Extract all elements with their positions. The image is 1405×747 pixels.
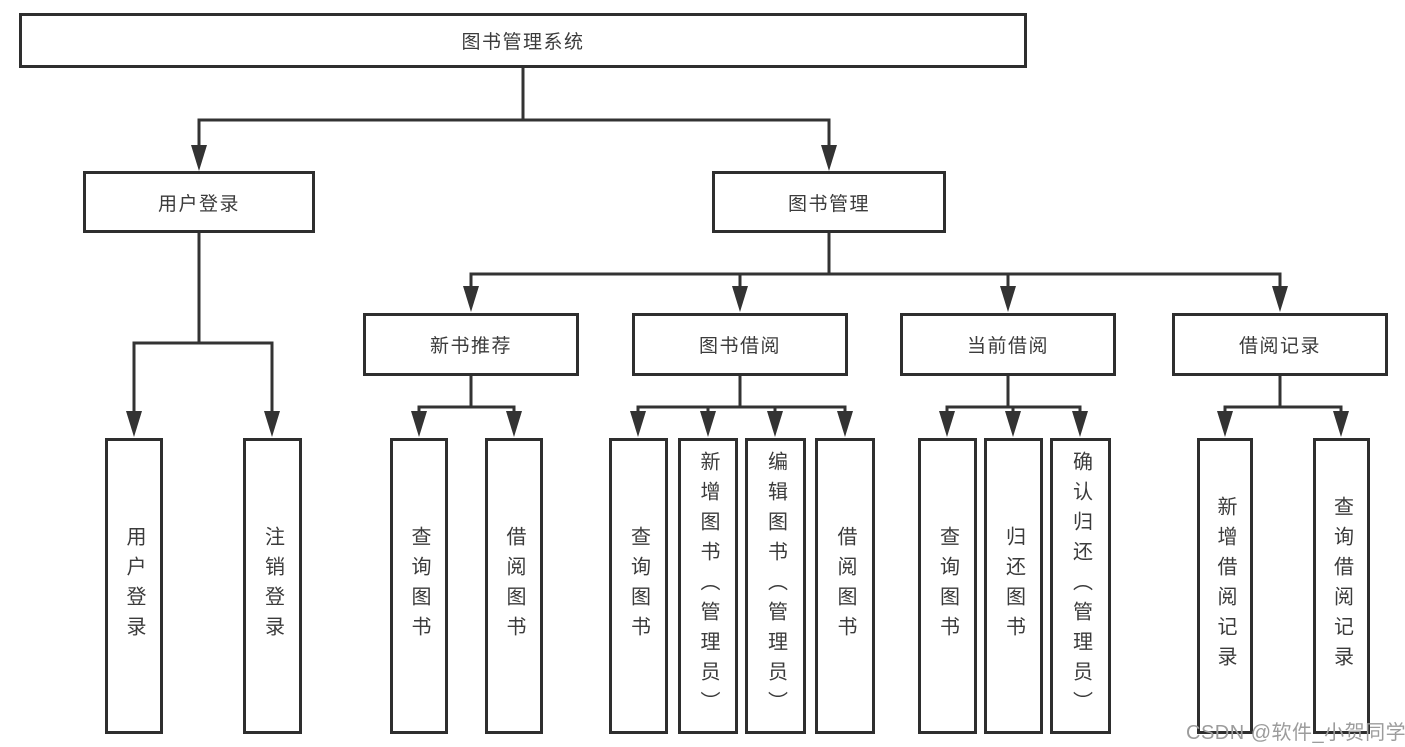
leaf-add-borrow-record: 新增借阅记录 — [1197, 438, 1253, 734]
node-label: 图书管理 — [787, 193, 870, 215]
node-label: 用户登录 — [123, 526, 145, 646]
node-label: 新增借阅记录 — [1214, 496, 1236, 676]
leaf-logout: 注销登录 — [243, 438, 302, 734]
node-label: 确认归还（管理员） — [1069, 451, 1092, 721]
node-label: 借阅图书 — [834, 526, 856, 646]
arrowheads — [126, 145, 1349, 437]
leaf-edit-books-admin: 编辑图书（管理员） — [745, 438, 806, 734]
node-label: 编辑图书（管理员） — [764, 451, 787, 721]
node-label: 借阅记录 — [1238, 336, 1321, 357]
node-label: 查询借阅记录 — [1330, 496, 1353, 676]
leaf-query-borrow-record: 查询借阅记录 — [1313, 438, 1370, 734]
leaf-add-books-admin: 新增图书（管理员） — [678, 438, 738, 734]
node-book-management: 图书管理 — [712, 171, 946, 233]
node-label: 查询图书 — [936, 526, 959, 646]
node-label: 当前借阅 — [966, 336, 1049, 357]
node-new-book-recommend: 新书推荐 — [363, 313, 579, 376]
node-label: 注销登录 — [261, 526, 284, 646]
leaf-user-login: 用户登录 — [105, 438, 163, 734]
leaf-confirm-return-admin: 确认归还（管理员） — [1050, 438, 1111, 734]
node-label: 查询图书 — [408, 526, 430, 646]
node-borrow-records: 借阅记录 — [1172, 313, 1388, 376]
leaf-query-books: 查询图书 — [390, 438, 448, 734]
watermark: CSDN @软件_小贺同学 — [1186, 722, 1405, 744]
node-user-login: 用户登录 — [83, 171, 315, 233]
leaf-query-books: 查询图书 — [609, 438, 668, 734]
node-current-borrow: 当前借阅 — [900, 313, 1116, 376]
node-label: 新书推荐 — [429, 336, 512, 357]
node-label: 图书管理系统 — [461, 32, 585, 53]
node-library-management-system: 图书管理系统 — [19, 13, 1027, 68]
node-label: 查询图书 — [627, 526, 650, 646]
leaf-query-books: 查询图书 — [918, 438, 977, 734]
node-label: 图书借阅 — [698, 336, 781, 357]
node-label: 用户登录 — [157, 193, 240, 215]
node-label: 归还图书 — [1002, 526, 1025, 646]
node-label: 新增图书（管理员） — [697, 451, 719, 721]
node-label: 借阅图书 — [503, 526, 525, 646]
node-book-borrow: 图书借阅 — [632, 313, 848, 376]
leaf-return-books: 归还图书 — [984, 438, 1043, 734]
leaf-borrow-books: 借阅图书 — [485, 438, 543, 734]
leaf-borrow-books: 借阅图书 — [815, 438, 875, 734]
